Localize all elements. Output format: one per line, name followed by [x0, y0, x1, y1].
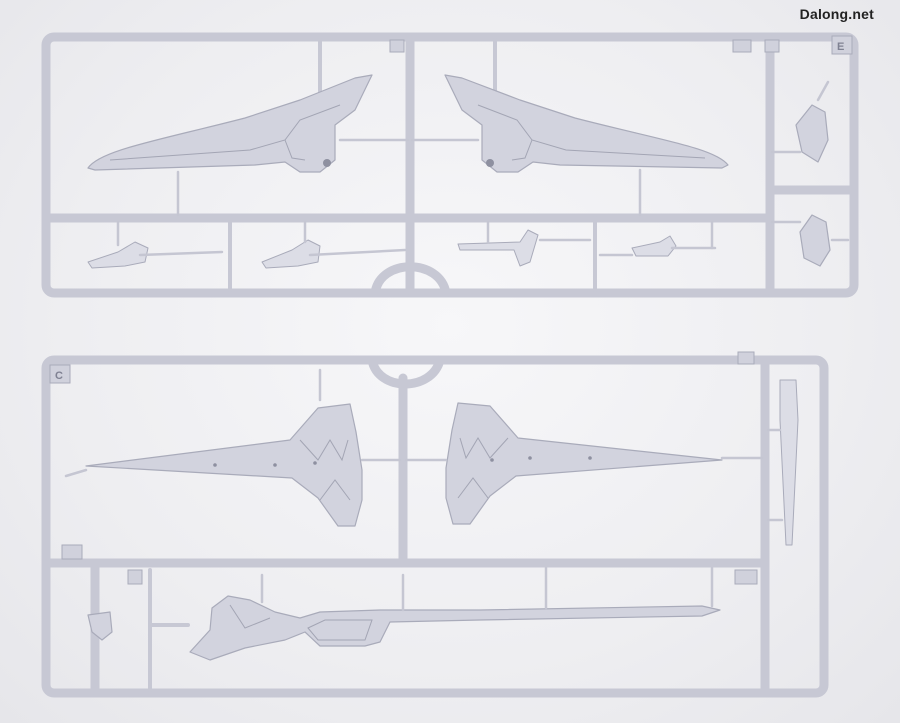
part-rod-2: [261, 220, 407, 269]
part-small-right-bottom: [770, 214, 850, 267]
part-wing-right: [410, 74, 729, 217]
runner-c-tab-4: [734, 569, 758, 585]
runner-e-tab-1: [389, 39, 405, 53]
runner-c-tab-3: [127, 569, 143, 585]
runner-c-frame: [41, 355, 829, 698]
part-wing-left: [87, 74, 410, 217]
runner-e-tab-2: [732, 39, 752, 53]
runner-c: C: [41, 351, 829, 698]
watermark: Dalong.net: [799, 6, 874, 22]
runner-c-letter: C: [55, 370, 63, 382]
part-small-right-top: [770, 80, 830, 163]
runner-c-tab-1: [737, 351, 755, 365]
part-rod-1: [87, 220, 224, 269]
part-blade-right: [404, 402, 764, 525]
part-long-weapon: [189, 566, 721, 661]
part-small-bracket: [87, 611, 113, 641]
part-blade-left: [64, 368, 402, 527]
part-rod-3: [457, 220, 592, 267]
runner-e: E: [41, 32, 859, 298]
runner-c-letter-tab: [49, 364, 71, 384]
runner-e-tab-3: [764, 39, 780, 53]
runner-e-letter: E: [837, 41, 844, 53]
runner-e-letter-tab: [831, 35, 853, 55]
runner-c-tab-2: [61, 544, 83, 560]
part-rod-4: [598, 220, 717, 257]
part-vertical-rod: [766, 379, 799, 546]
